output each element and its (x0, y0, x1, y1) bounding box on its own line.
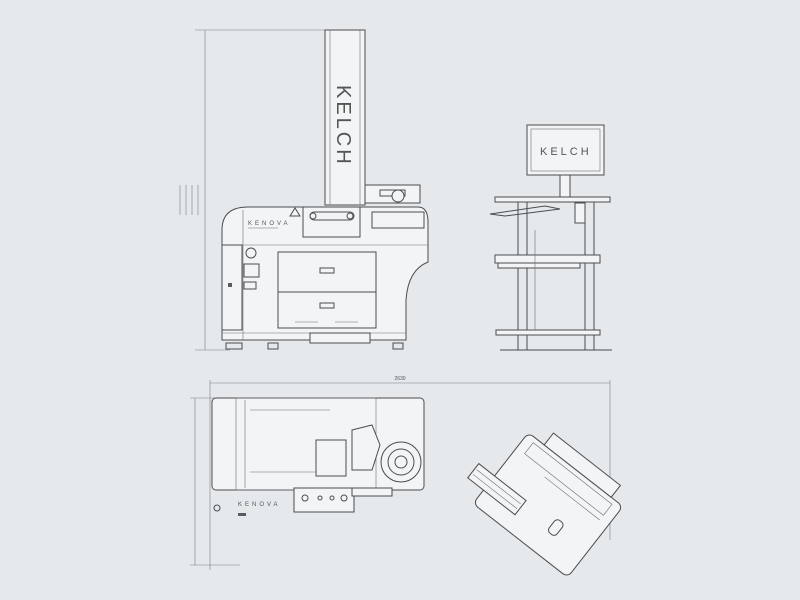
front-model-logo: KENOVA (248, 221, 291, 227)
tower-brand-logo: KELCH (332, 85, 354, 167)
top-model-logo: KENOVA (238, 502, 281, 508)
drawer-upper (277, 251, 377, 293)
tower-column (324, 29, 366, 206)
top-view-workstation (467, 432, 622, 576)
monitor-brand-logo: KELCH (540, 146, 592, 158)
workstation-side-view: KELCH (489, 124, 612, 351)
top-view-machine: KENOVA (211, 397, 425, 516)
drawer-lower (277, 291, 377, 329)
top-control-panel (293, 487, 355, 513)
keyboard-tray (489, 205, 561, 217)
keyboard-top (467, 462, 527, 516)
monitor (526, 124, 605, 176)
width-dimension-label: 2630 (394, 376, 405, 382)
front-view-machine: KELCH KENOVA (179, 29, 429, 351)
